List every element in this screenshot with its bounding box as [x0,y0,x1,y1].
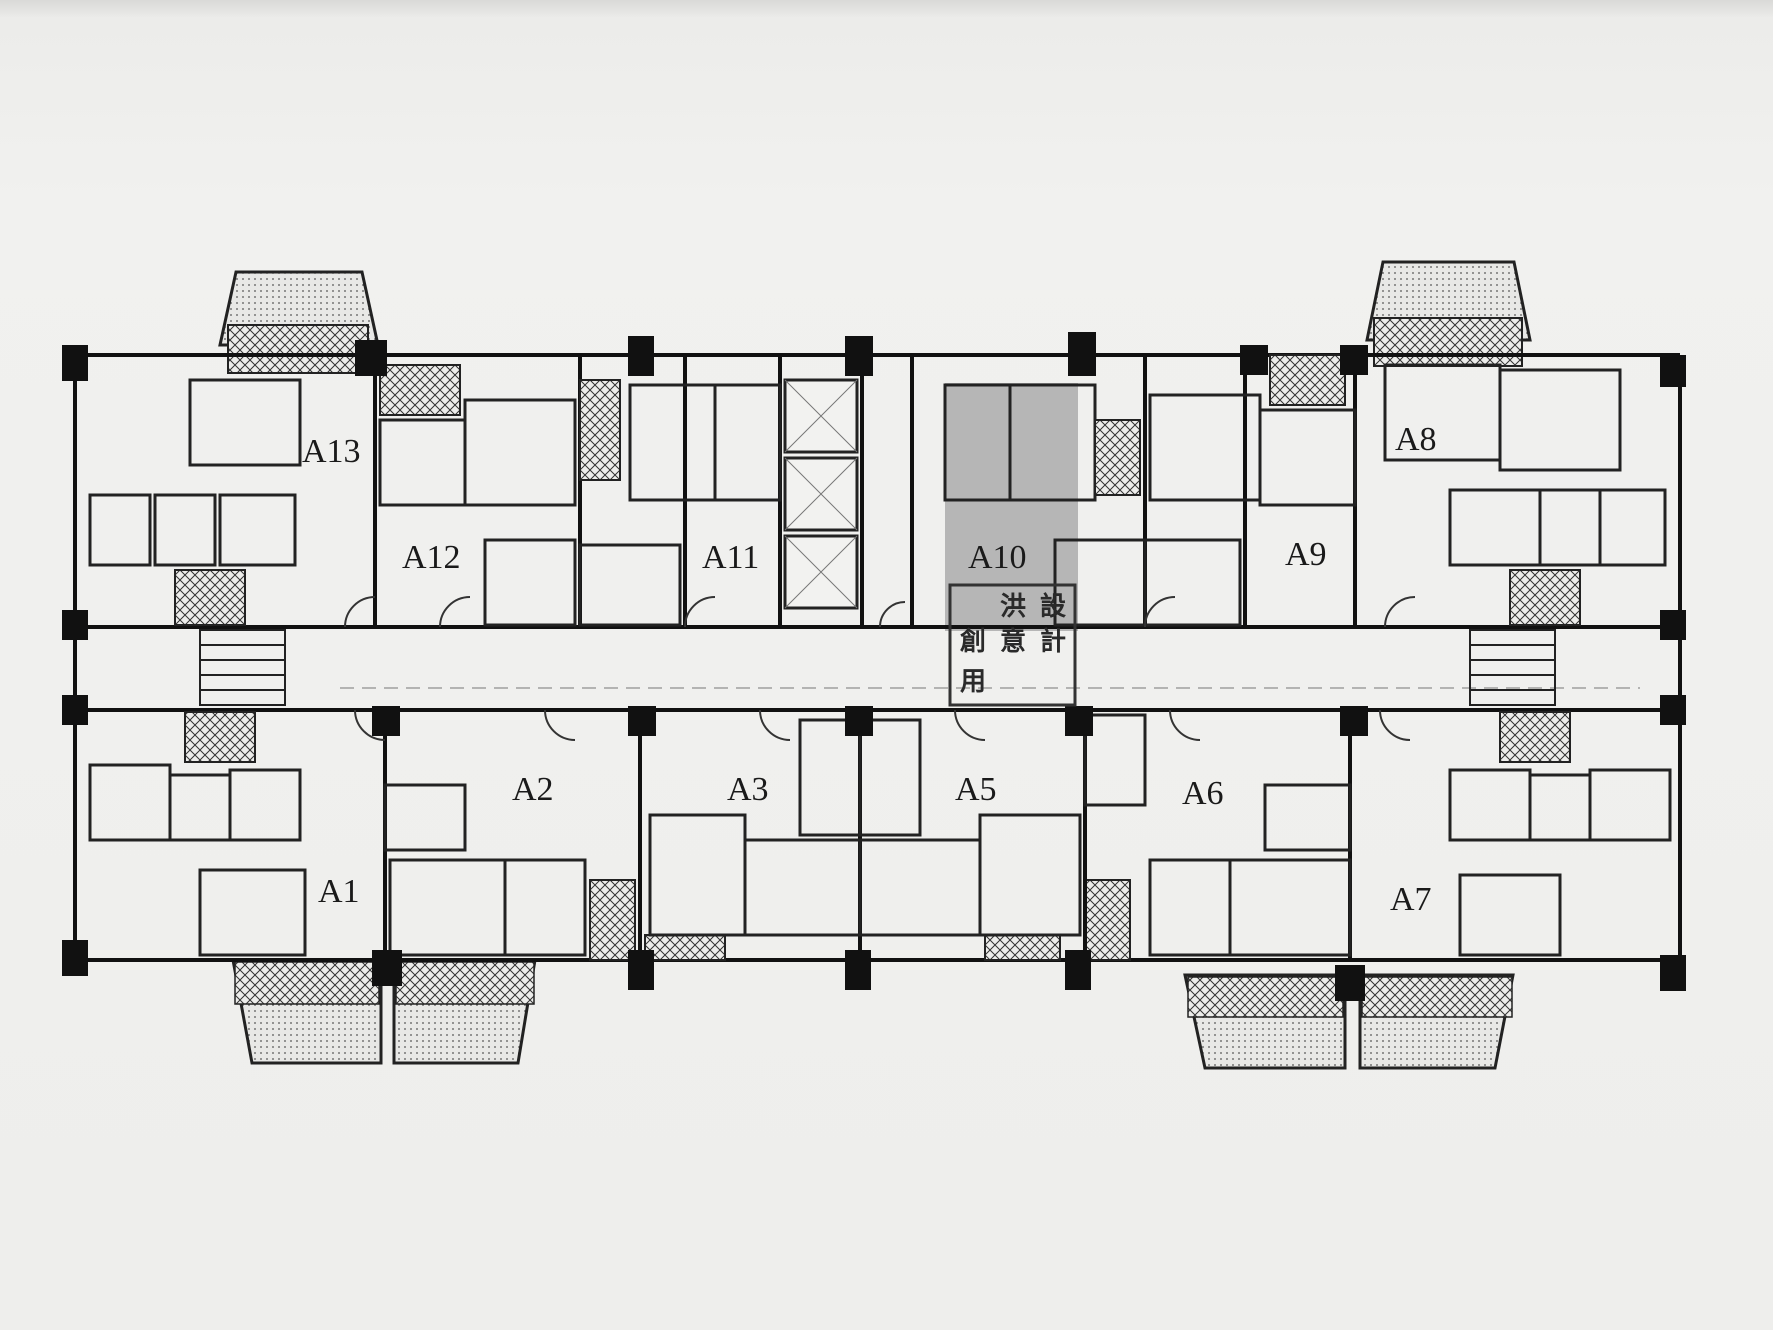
stairs-left [199,629,286,706]
central-corridor [75,625,1680,712]
unit-label-a7: A7 [1390,881,1432,918]
north-interior-walls [88,363,1667,627]
unit-label-a6: A6 [1182,775,1224,812]
service-shafts [174,354,1581,961]
unit-label-a13: A13 [302,433,361,470]
unit-label-a12: A12 [402,539,461,576]
unit-label-a9: A9 [1285,536,1327,573]
stamp-char-4: 意 [1000,626,1026,657]
unit-label-a2: A2 [512,771,554,808]
structural-columns [62,332,1686,1001]
balcony-top-right [1365,260,1532,367]
building-outline [73,353,1682,962]
stamp-char-3: 創 [960,627,986,657]
balcony-top-left [218,270,380,374]
south-interior-walls [88,713,1672,957]
unit-label-a10: A10 [968,539,1027,576]
door-swings [344,596,1416,741]
unit-label-a11: A11 [702,539,759,576]
unit-label-a3: A3 [727,771,769,808]
stairs-right [1469,629,1556,706]
stamp-char-1: 用 [960,667,986,697]
balcony-bottom-right [1183,973,1515,1070]
unit-label-a5: A5 [955,771,997,808]
stamp-char-2: 洪 [1000,592,1026,622]
unit-label-a8: A8 [1395,421,1437,458]
approval-stamp: 用 洪 創 意 設 計 [948,583,1077,707]
elevator-shafts [783,378,859,610]
unit-label-a1: A1 [318,873,360,910]
stamp-char-6: 計 [1040,626,1066,657]
stamp-char-5: 設 [1040,591,1067,622]
